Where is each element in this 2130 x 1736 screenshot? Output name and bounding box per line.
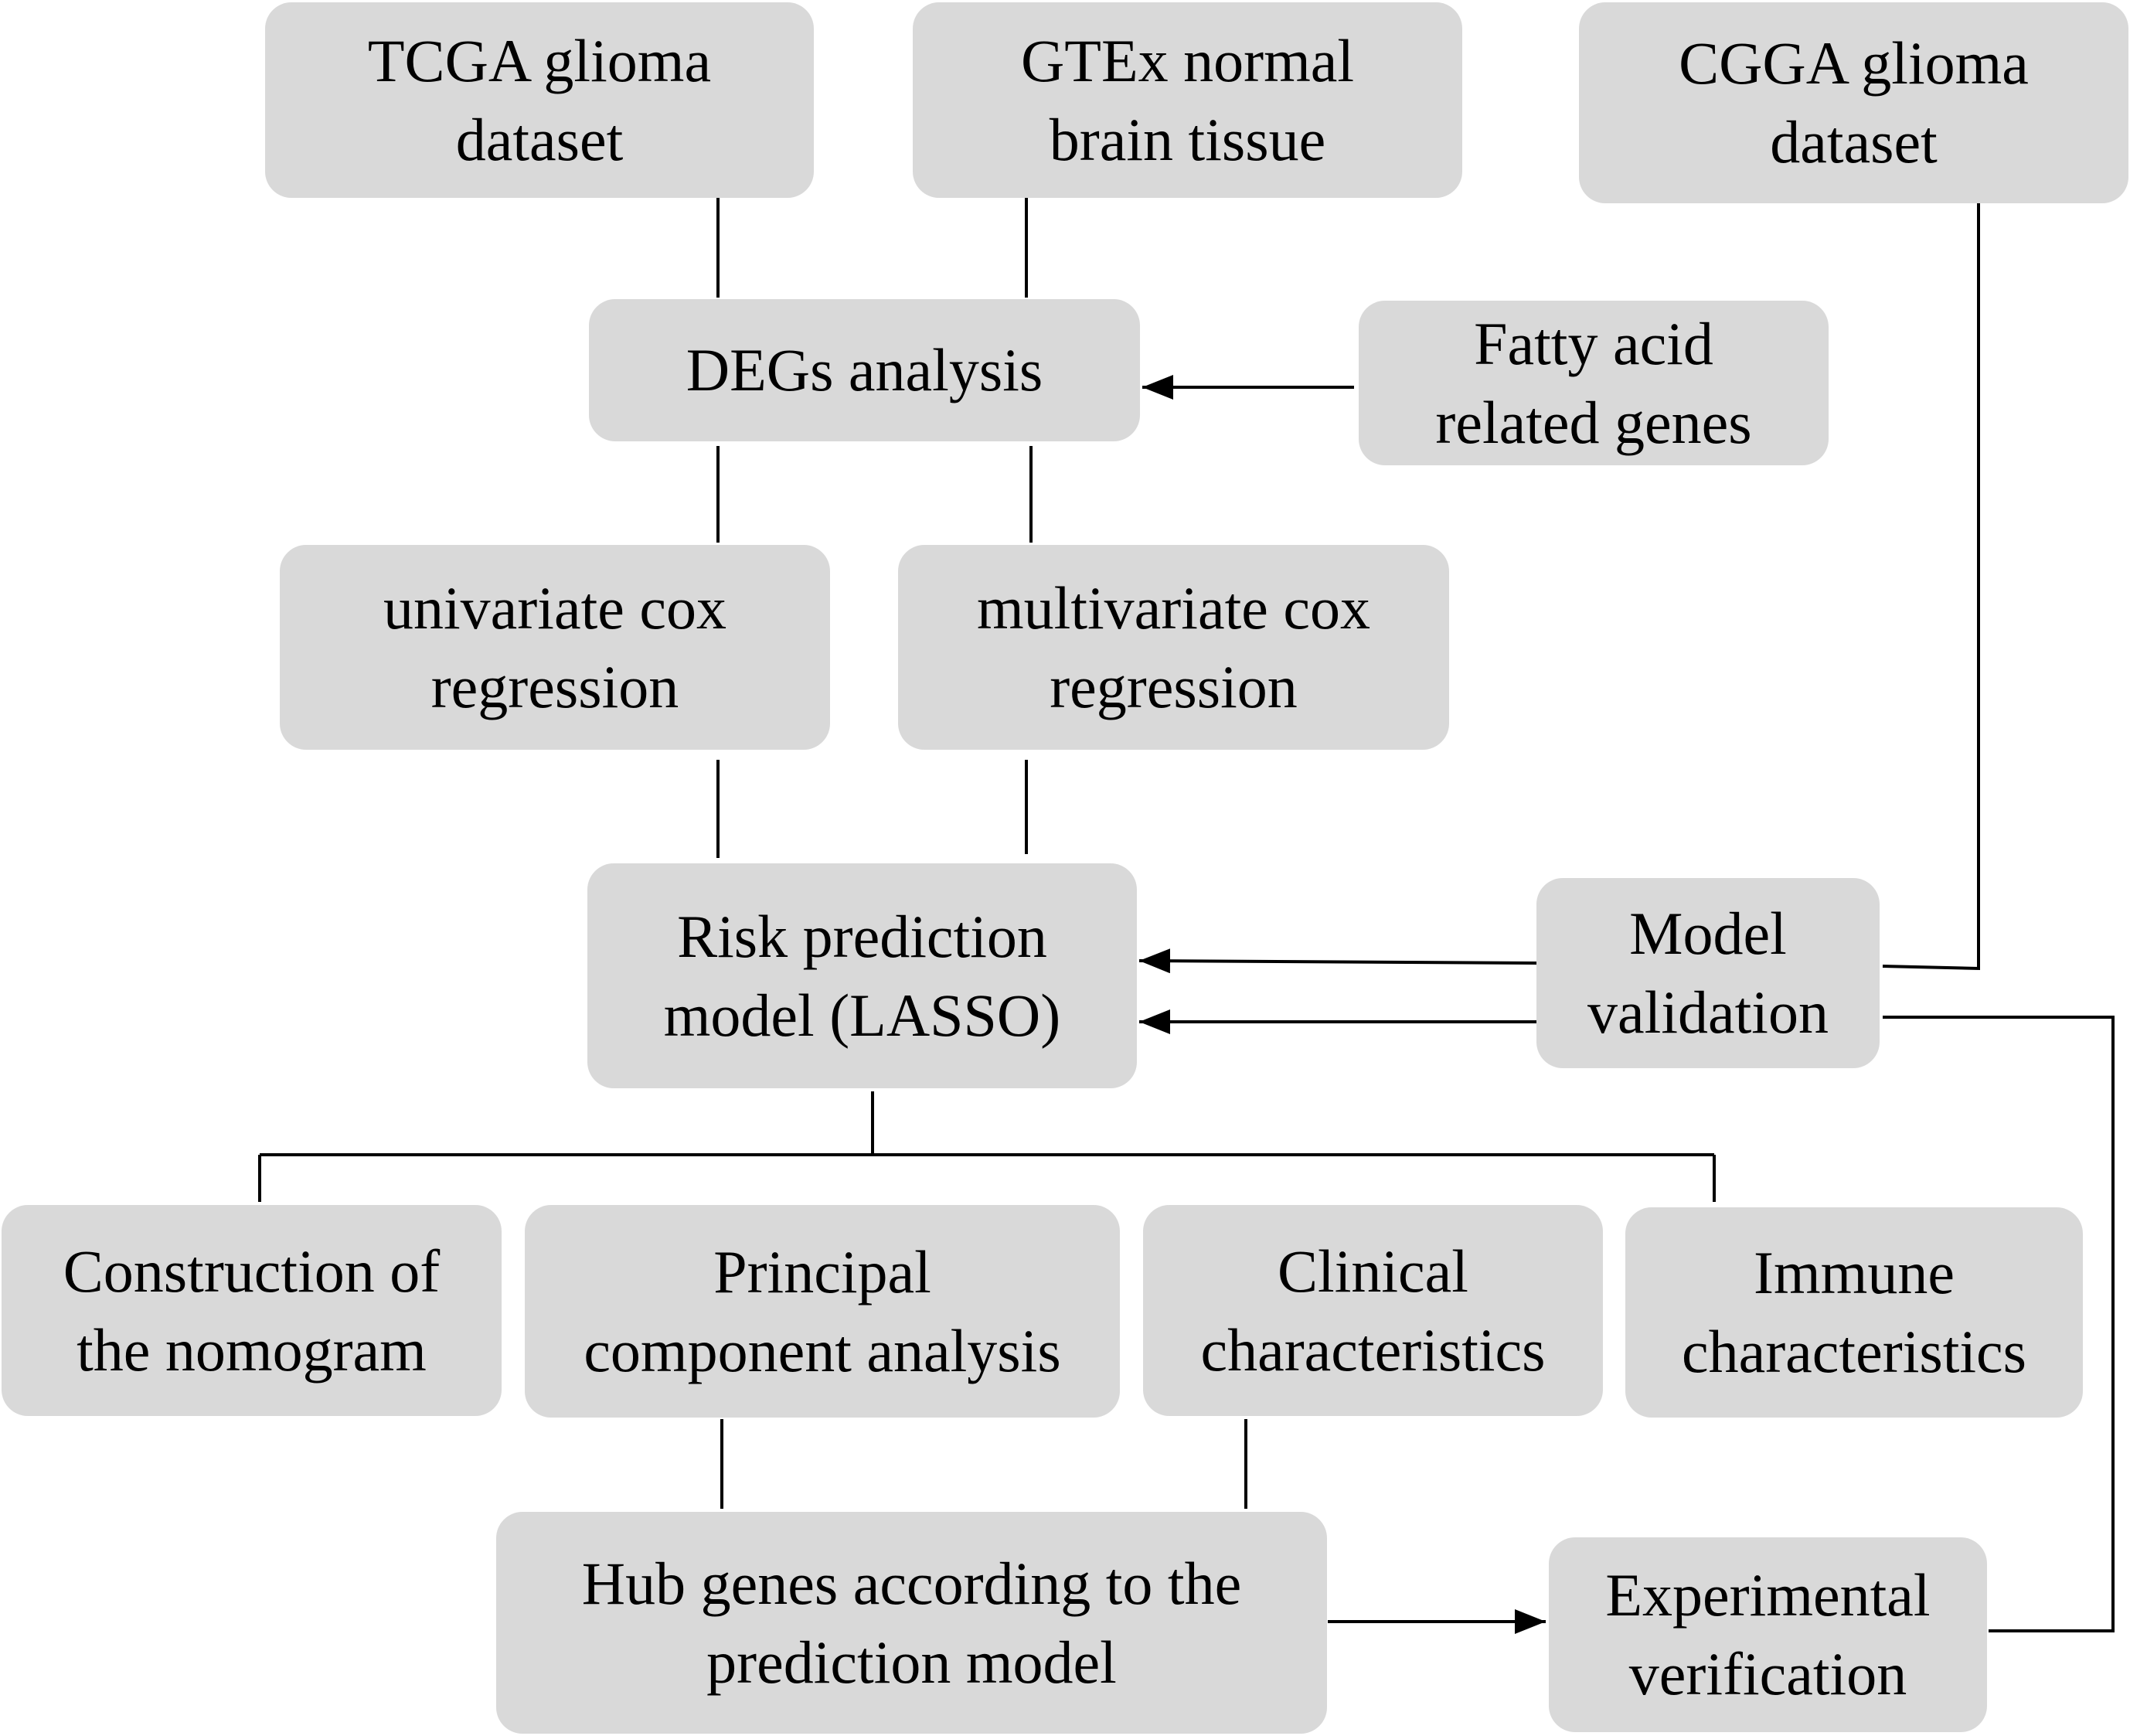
node-label: Risk prediction model (LASSO) xyxy=(663,902,1061,1049)
node-construction-of-nomogram: Construction of the nomogram xyxy=(2,1205,502,1416)
node-model-validation: Model validation xyxy=(1536,878,1880,1068)
edge-validation-to-risk xyxy=(1138,948,1537,974)
edge-cgga-to-validation xyxy=(1882,203,1980,971)
node-gtex-normal-brain-tissue: GTEx normal brain tissue xyxy=(913,2,1462,198)
node-label: CGGA glioma dataset xyxy=(1679,29,2029,175)
node-multivariate-cox-regression: multivariate cox regression xyxy=(898,545,1449,750)
node-immune-characteristics: Immune characteristics xyxy=(1625,1207,2083,1418)
node-degs-analysis: DEGs analysis xyxy=(589,299,1140,441)
node-label: Model validation xyxy=(1587,900,1829,1046)
node-principal-component-analysis: Principal component analysis xyxy=(525,1205,1120,1418)
node-clinical-characteristics: Clinical characteristics xyxy=(1143,1205,1603,1416)
node-label: Construction of the nomogram xyxy=(63,1237,441,1384)
node-fatty-acid-related-genes: Fatty acid related genes xyxy=(1359,301,1829,465)
node-label: DEGs analysis xyxy=(686,336,1043,403)
node-hub-genes: Hub genes according to the prediction mo… xyxy=(496,1512,1327,1734)
node-label: Hub genes according to the prediction mo… xyxy=(581,1549,1242,1696)
node-experimental-verification: Experimental verification xyxy=(1549,1537,1987,1732)
node-univariate-cox-regression: univariate cox regression xyxy=(280,545,830,750)
node-label: Clinical characteristics xyxy=(1200,1237,1546,1384)
node-label: Immune characteristics xyxy=(1681,1239,2027,1385)
node-label: univariate cox regression xyxy=(383,574,726,720)
node-cgga-glioma-dataset: CGGA glioma dataset xyxy=(1579,2,2128,203)
node-risk-prediction-model: Risk prediction model (LASSO) xyxy=(587,863,1137,1088)
node-tcga-glioma-dataset: TCGA glioma dataset xyxy=(265,2,814,198)
node-label: GTEx normal brain tissue xyxy=(1020,26,1355,173)
node-label: Experimental verification xyxy=(1605,1561,1931,1707)
node-label: Principal component analysis xyxy=(584,1237,1061,1384)
node-label: TCGA glioma dataset xyxy=(367,26,712,173)
node-label: Fatty acid related genes xyxy=(1435,309,1752,456)
edge-experimental-to-risk xyxy=(1883,1016,2115,1632)
node-label: multivariate cox regression xyxy=(977,574,1370,720)
